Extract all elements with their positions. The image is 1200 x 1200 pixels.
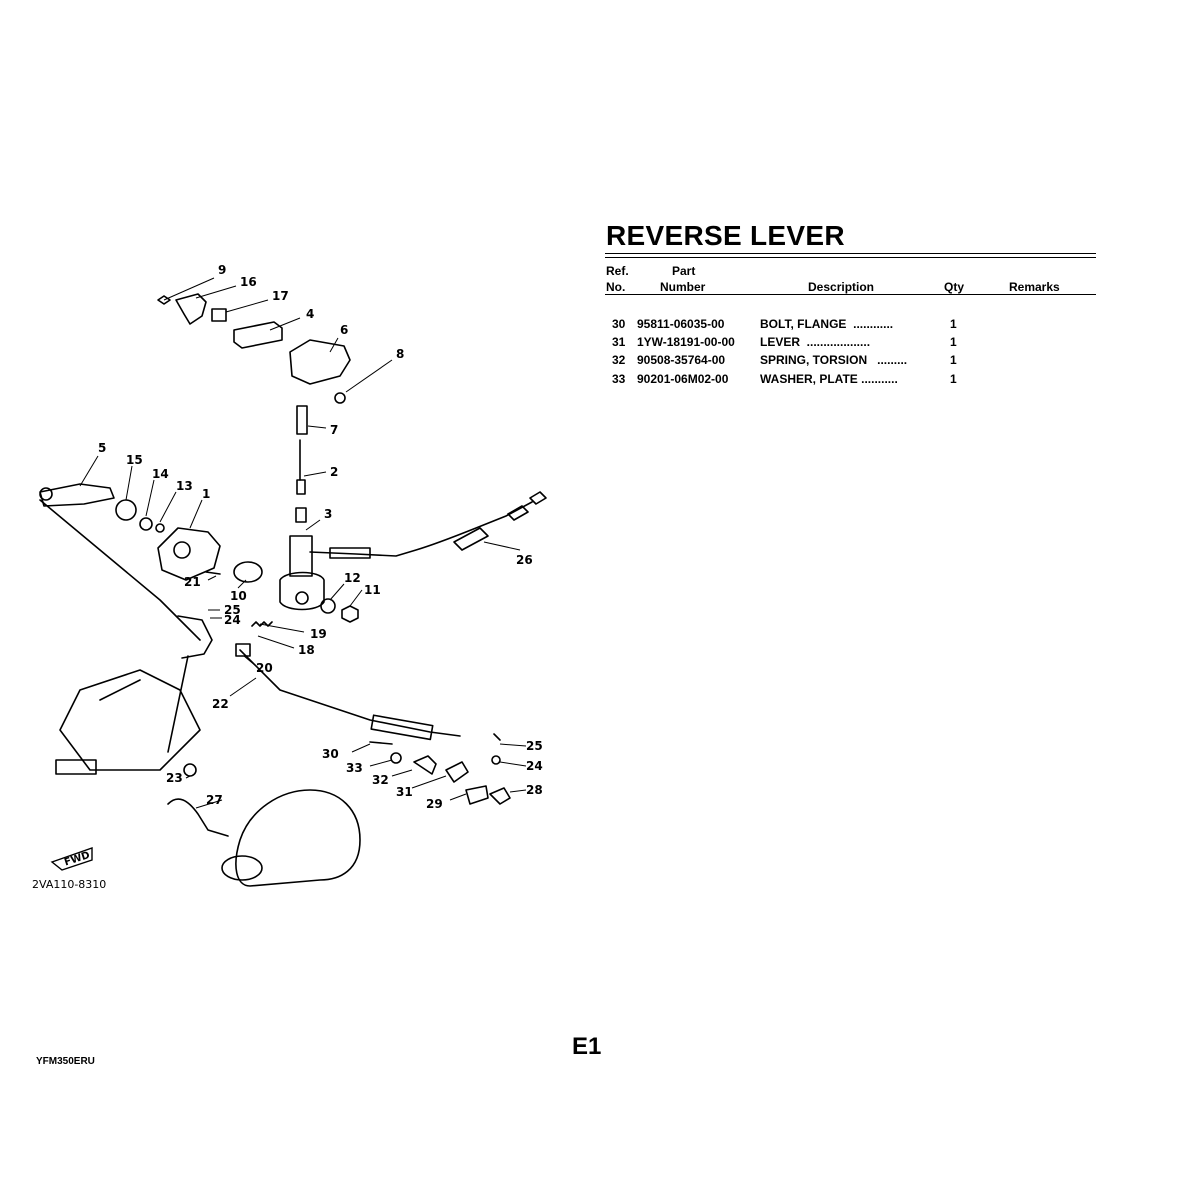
callout-24-b: 24 bbox=[526, 759, 543, 773]
callout-18: 18 bbox=[298, 643, 315, 657]
callout-26: 26 bbox=[516, 553, 533, 567]
callout-16: 16 bbox=[240, 275, 257, 289]
callout-25-a: 25 bbox=[224, 603, 241, 617]
fwd-arrow-icon: FWD bbox=[50, 847, 93, 871]
callout-31: 31 bbox=[396, 785, 413, 799]
callout-33: 33 bbox=[346, 761, 363, 775]
page-title: REVERSE LEVER bbox=[606, 220, 845, 251]
title-rule-thin bbox=[605, 257, 1096, 258]
page-number: E1 bbox=[572, 1033, 602, 1060]
callout-14: 14 bbox=[152, 467, 169, 481]
callout-12: 12 bbox=[344, 571, 361, 585]
ref-no: 33 bbox=[612, 372, 626, 386]
header-description: Description bbox=[808, 280, 875, 294]
callout-6: 6 bbox=[340, 323, 348, 337]
callout-13: 13 bbox=[176, 479, 193, 493]
header-ref-top: Ref. bbox=[606, 264, 629, 278]
callout-30: 30 bbox=[322, 747, 339, 761]
callout-5: 5 bbox=[98, 441, 106, 455]
callout-22: 22 bbox=[212, 697, 229, 711]
callout-9: 9 bbox=[218, 263, 226, 277]
callout-23: 23 bbox=[166, 771, 183, 785]
callout-7: 7 bbox=[330, 423, 338, 437]
exploded-parts-diagram: 9 16 17 4 6 8 7 2 3 5 15 14 13 1 26 12 1… bbox=[32, 263, 547, 891]
qty: 1 bbox=[950, 372, 957, 386]
callout-24-a: 24 bbox=[224, 613, 241, 627]
drawing-code: 2VA110-8310 bbox=[32, 878, 106, 891]
header-ref-bottom: No. bbox=[606, 280, 626, 294]
callout-19: 19 bbox=[310, 627, 327, 641]
header-rule bbox=[605, 294, 1096, 295]
callout-15: 15 bbox=[126, 453, 143, 467]
part-number: 95811-06035-00 bbox=[637, 317, 725, 331]
description: WASHER, PLATE ........... bbox=[760, 372, 898, 386]
callout-4: 4 bbox=[306, 307, 314, 321]
callout-20: 20 bbox=[256, 661, 273, 675]
header-part-top: Part bbox=[672, 264, 696, 278]
callout-2: 2 bbox=[330, 465, 338, 479]
ref-no: 31 bbox=[612, 335, 626, 349]
fwd-label: FWD bbox=[63, 850, 91, 869]
callout-27: 27 bbox=[206, 793, 223, 807]
header-qty: Qty bbox=[944, 280, 965, 294]
callout-28: 28 bbox=[526, 783, 543, 797]
part-number: 90508-35764-00 bbox=[637, 353, 726, 367]
qty: 1 bbox=[950, 335, 957, 349]
qty: 1 bbox=[950, 317, 957, 331]
callout-25-b: 25 bbox=[526, 739, 543, 753]
callout-8: 8 bbox=[396, 347, 404, 361]
header-remarks: Remarks bbox=[1009, 280, 1060, 294]
callout-32: 32 bbox=[372, 773, 389, 787]
callout-11: 11 bbox=[364, 583, 381, 597]
callout-1: 1 bbox=[202, 487, 210, 501]
callout-29: 29 bbox=[426, 797, 443, 811]
title-rule bbox=[605, 253, 1096, 254]
qty: 1 bbox=[950, 353, 957, 367]
callout-3: 3 bbox=[324, 507, 332, 521]
callout-21: 21 bbox=[184, 575, 201, 589]
ref-no: 32 bbox=[612, 353, 626, 367]
model-code: YFM350ERU bbox=[36, 1056, 95, 1067]
header-part-bottom: Number bbox=[660, 280, 706, 294]
callout-10: 10 bbox=[230, 589, 247, 603]
description: SPRING, TORSION ......... bbox=[760, 353, 908, 367]
description: BOLT, FLANGE ............ bbox=[760, 317, 894, 331]
part-number: 1YW-18191-00-00 bbox=[637, 335, 735, 349]
callout-17: 17 bbox=[272, 289, 289, 303]
part-number: 90201-06M02-00 bbox=[637, 372, 729, 386]
description: LEVER ................... bbox=[760, 335, 871, 349]
ref-no: 30 bbox=[612, 317, 626, 331]
